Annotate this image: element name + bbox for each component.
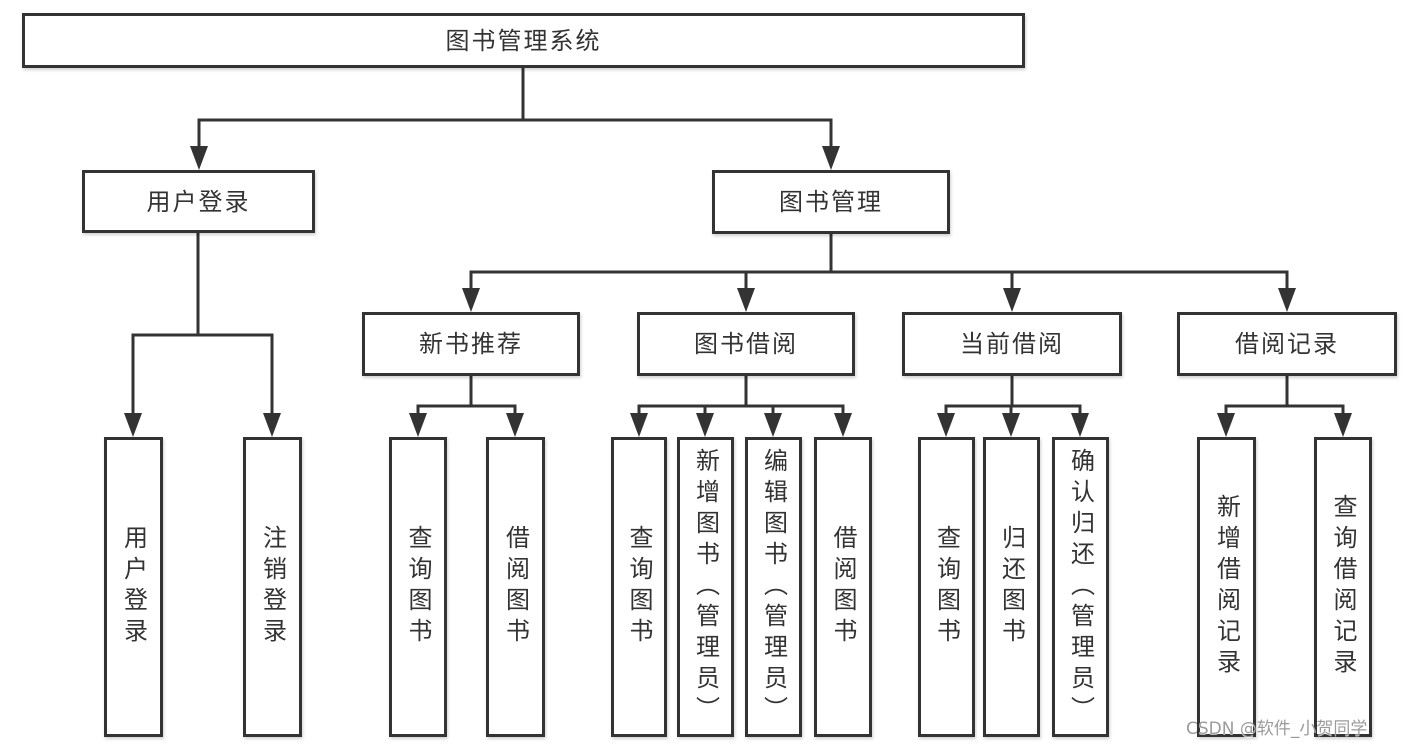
leaf-query-borrow-record: 查询借阅记录 bbox=[1314, 437, 1372, 737]
node-label: 用户登录 bbox=[146, 187, 251, 216]
node-label: 当前借阅 bbox=[960, 330, 1064, 358]
leaf-add-borrow-record: 新增借阅记录 bbox=[1197, 437, 1256, 737]
node-book-management: 图书管理 bbox=[712, 170, 950, 234]
node-user-login: 用户登录 bbox=[82, 170, 315, 233]
node-label: 新增图书（管理员） bbox=[691, 447, 720, 727]
node-borrowing-records: 借阅记录 bbox=[1177, 312, 1397, 376]
node-label: 查询图书 bbox=[404, 525, 432, 649]
node-book-borrowing: 图书借阅 bbox=[637, 312, 855, 376]
node-label: 借阅图书 bbox=[501, 525, 530, 649]
leaf-edit-books-admin: 编辑图书（管理员） bbox=[745, 437, 802, 737]
node-label: 查询借阅记录 bbox=[1329, 494, 1357, 680]
leaf-borrow-books-recommend: 借阅图书 bbox=[486, 437, 545, 737]
node-label: 新书推荐 bbox=[419, 330, 523, 358]
node-label: 图书管理 bbox=[779, 188, 883, 216]
node-current-borrowing: 当前借阅 bbox=[902, 312, 1122, 376]
leaf-confirm-return-admin: 确认归还（管理员） bbox=[1052, 437, 1109, 737]
node-label: 新增借阅记录 bbox=[1212, 494, 1241, 680]
node-new-book-recommendation: 新书推荐 bbox=[362, 312, 580, 376]
node-label: 注销登录 bbox=[258, 525, 287, 649]
node-label: 编辑图书（管理员） bbox=[759, 447, 788, 727]
node-label: 确认归还（管理员） bbox=[1066, 447, 1095, 727]
watermark-text: CSDN @软件_小贺同学 bbox=[1186, 719, 1368, 739]
leaf-return-books: 归还图书 bbox=[983, 437, 1040, 737]
node-library-management-system: 图书管理系统 bbox=[22, 13, 1025, 68]
node-label: 借阅图书 bbox=[829, 525, 857, 649]
node-label: 图书管理系统 bbox=[445, 26, 602, 55]
leaf-logout: 注销登录 bbox=[243, 437, 302, 737]
leaf-query-books-recommend: 查询图书 bbox=[389, 437, 447, 737]
leaf-user-login: 用户登录 bbox=[104, 437, 163, 737]
node-label: 用户登录 bbox=[119, 525, 148, 649]
leaf-add-books-admin: 新增图书（管理员） bbox=[677, 437, 734, 737]
leaf-query-books-borrow: 查询图书 bbox=[611, 437, 667, 737]
node-label: 查询图书 bbox=[932, 525, 961, 649]
leaf-query-books-current: 查询图书 bbox=[918, 437, 975, 737]
node-label: 借阅记录 bbox=[1235, 330, 1339, 358]
node-label: 查询图书 bbox=[625, 525, 653, 649]
node-label: 归还图书 bbox=[997, 525, 1026, 649]
leaf-borrow-books: 借阅图书 bbox=[814, 437, 872, 737]
node-label: 图书借阅 bbox=[694, 330, 798, 358]
